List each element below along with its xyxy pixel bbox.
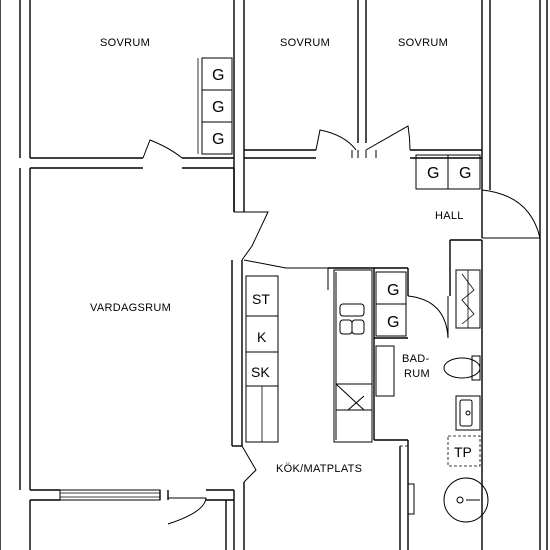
bedroom1-wardrobes (197, 57, 233, 155)
kitchen-walls (286, 267, 409, 550)
wardrobe-label: G (212, 99, 224, 116)
stove-label: ST (252, 291, 270, 307)
fridge-label: K (257, 329, 267, 345)
lower-walls (29, 445, 257, 550)
room-label-kok: KÖK/MATPLATS (276, 463, 362, 475)
room-label-sovrum-2: SOVRUM (280, 37, 330, 49)
hall-wardrobes (415, 154, 481, 190)
bathroom-fixtures (407, 269, 489, 523)
bedroom-doors (142, 125, 411, 159)
room-label-sovrum-3: SOVRUM (398, 37, 448, 49)
wardrobe-label: G (427, 165, 439, 182)
living-walls (29, 167, 287, 501)
wardrobe-label: G (387, 314, 399, 331)
wardrobe-label: G (212, 67, 224, 84)
kitchen-wardrobes (375, 271, 407, 337)
kitchen-counter (333, 269, 373, 443)
wardrobe-label: G (212, 131, 224, 148)
kitchen-units (245, 275, 279, 443)
wardrobe-label: G (459, 165, 471, 182)
cupboard-label: SK (251, 364, 270, 380)
wardrobe-label: G (387, 282, 399, 299)
room-label-badrum-2: RUM (404, 368, 430, 380)
room-label-badrum-1: BAD- (402, 353, 430, 365)
room-label-sovrum-1: SOVRUM (100, 37, 150, 49)
tp-label: TP (454, 444, 472, 460)
balcony-window (59, 489, 234, 525)
entrance-door (481, 189, 541, 239)
room-label-hall: HALL (435, 210, 464, 222)
bedroom-walls (29, 0, 491, 212)
room-label-vardagsrum: VARDAGSRUM (90, 302, 171, 314)
bathroom-walls (375, 239, 483, 550)
